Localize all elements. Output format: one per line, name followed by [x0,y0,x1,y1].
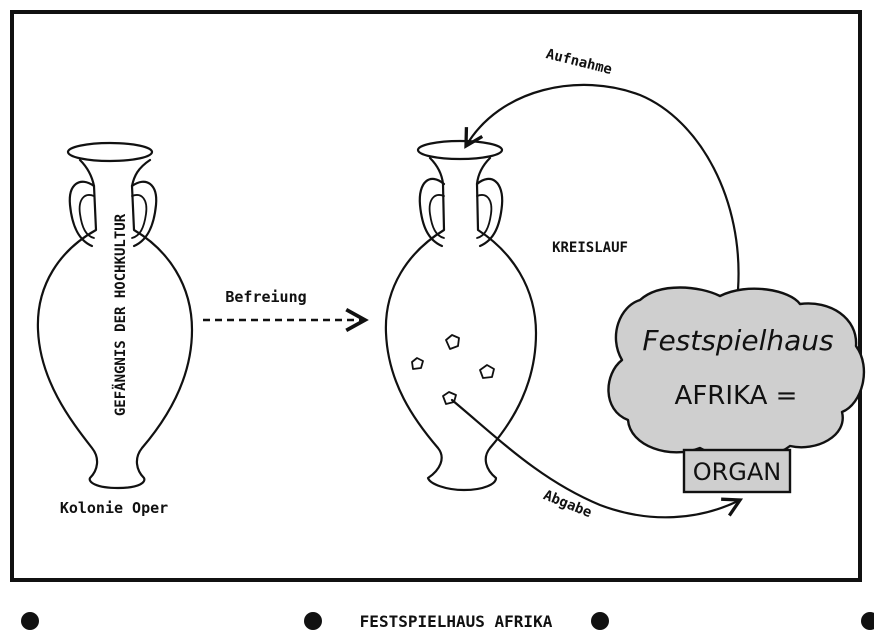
footer-bullet-title-left [304,612,322,630]
footer-bullet-left [21,612,39,630]
right-vase [386,141,536,490]
footer-title: FESTSPIELHAUS AFRIKA [360,612,553,631]
aufnahme-label: Aufnahme [544,46,613,78]
kolonie-oper-caption: Kolonie Oper [60,499,168,517]
left-vase-vertical-text: GEFÄNGNIS DER HOCHKULTUR [112,213,129,416]
organ-label: ORGAN [693,458,782,486]
kreislauf-label: KREISLAUF [552,240,628,256]
footer-bullet-right [861,612,874,630]
cloud-line1: Festspielhaus [642,324,833,357]
footer-bullet-title-right [591,612,609,630]
hole-3 [480,365,494,378]
befreiung-label: Befreiung [225,288,306,306]
hole-1 [446,335,459,349]
hole-2 [412,358,423,369]
cloud-line2: AFRIKA = [675,381,798,411]
abgabe-label: Abgabe [541,487,594,521]
festspielhaus-cloud [608,288,863,458]
aufnahme-arrow [466,85,739,290]
